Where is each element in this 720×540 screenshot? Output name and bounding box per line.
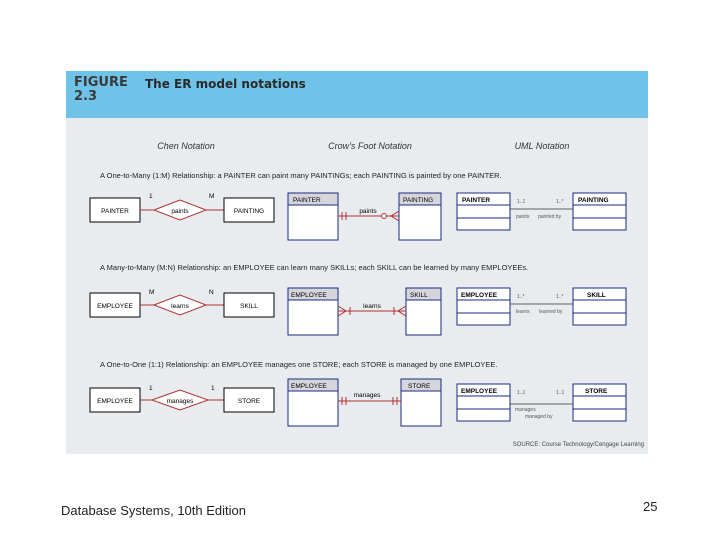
uml-role-left: paints [516,214,530,220]
chen-relationship-label: learns [171,303,189,310]
chen-card-right: N [209,289,214,296]
crow-entity-left-header [287,192,339,206]
uml-class-left-label: PAINTER [462,197,490,204]
figure-title: The ER model notations [145,77,306,91]
column-heading-uml: UML Notation [515,141,570,151]
chen-entity-left-label: EMPLOYEE [97,398,133,405]
crow-entity-right-label: STORE [408,383,431,390]
uml-class-left-label: EMPLOYEE [461,292,498,299]
chen-entity-left [89,387,141,413]
chen-entity-right [223,197,275,223]
uml-mult-left: 1..* [517,294,525,300]
uml-class-left-label: EMPLOYEE [461,388,498,395]
chen-entity-right [223,292,275,318]
uml-role-left: manages [515,407,536,413]
crow-relationship-label: manages [354,392,381,399]
crow-entity-right-header [405,287,442,301]
uml-mult-right: 1..* [556,294,564,300]
crow-entity-left-header [287,378,339,392]
chen-entity-right-label: SKILL [240,303,258,310]
chen-entity-left [89,292,141,318]
column-heading-crow: Crow's Foot Notation [328,141,412,151]
crow-entity-left-label: EMPLOYEE [291,292,327,299]
crow-relationship-label: learns [363,303,381,310]
uml-class-right [572,192,627,231]
uml-class-right [572,383,627,422]
chen-card-right: M [209,193,214,200]
chen-entity-right [223,387,275,413]
crow-entity-left-label: EMPLOYEE [291,383,327,390]
chen-relationship-label: paints [171,208,189,215]
figure-source: SOURCE: Course Technology/Cengage Learni… [513,442,644,448]
uml-mult-left: 1..1 [517,199,526,205]
uml-mult-right: 1..1 [556,390,565,396]
chen-card-left: M [149,289,154,296]
uml-class-right [572,287,627,326]
chen-relationship-label: manages [167,398,194,405]
uml-role-right: learned by [539,309,563,315]
section-title: A One-to-Many (1:M) Relationship: a PAIN… [100,171,502,180]
uml-role-left: learns [516,309,530,315]
crow-foot [390,210,400,222]
chen-card-right: 1 [211,385,215,392]
chen-entity-left [89,197,141,223]
slide-footer: Database Systems, 10th Edition [61,503,246,518]
uml-class-left [456,192,511,231]
crow-entity-left-header [287,287,339,301]
uml-class-left [456,287,511,326]
chen-entity-left-label: EMPLOYEE [97,303,133,310]
uml-class-right-label: STORE [585,388,608,395]
crow-entity-left-label: PAINTER [293,197,321,204]
figure-label: FIGURE 2.3 [74,75,128,104]
uml-class-right-label: SKILL [587,292,606,299]
uml-role-right: painted by [538,214,562,220]
crow-foot-right [397,305,407,317]
uml-role-right: managed by [525,414,553,420]
page-number: 25 [643,499,658,514]
er-notation-diagram: Chen Notation Crow's Foot Notation UML N… [89,141,644,448]
crow-entity-right-label: SKILL [410,292,428,299]
chen-card-left: 1 [149,385,153,392]
chen-card-left: 1 [149,193,153,200]
section-one-to-one: A One-to-One (1:1) Relationship: an EMPL… [89,360,627,427]
crow-zero-circle [381,213,387,219]
crow-entity-right-label: PAINTING [403,197,433,204]
section-title: A Many-to-Many (M:N) Relationship: an EM… [100,263,528,272]
chen-entity-right-label: STORE [238,398,261,405]
figure-header: FIGURE 2.3 The ER model notations [66,71,648,118]
uml-class-right-label: PAINTING [578,197,609,204]
uml-mult-right: 1..* [556,199,564,205]
crow-relationship-label: paints [359,208,377,215]
section-many-to-many: A Many-to-Many (M:N) Relationship: an EM… [89,263,627,336]
chen-entity-left-label: PAINTER [101,208,129,215]
section-title: A One-to-One (1:1) Relationship: an EMPL… [100,360,497,369]
figure-panel: FIGURE 2.3 The ER model notations Chen N… [66,71,648,454]
uml-mult-left: 1..1 [517,390,526,396]
uml-class-left [456,383,511,422]
section-one-to-many: A One-to-Many (1:M) Relationship: a PAIN… [89,171,627,241]
chen-entity-right-label: PAINTING [234,208,264,215]
crow-entity-right-header [400,378,442,392]
column-heading-chen: Chen Notation [157,141,215,151]
crow-foot-left [337,305,347,317]
crow-entity-right-header [398,192,442,206]
